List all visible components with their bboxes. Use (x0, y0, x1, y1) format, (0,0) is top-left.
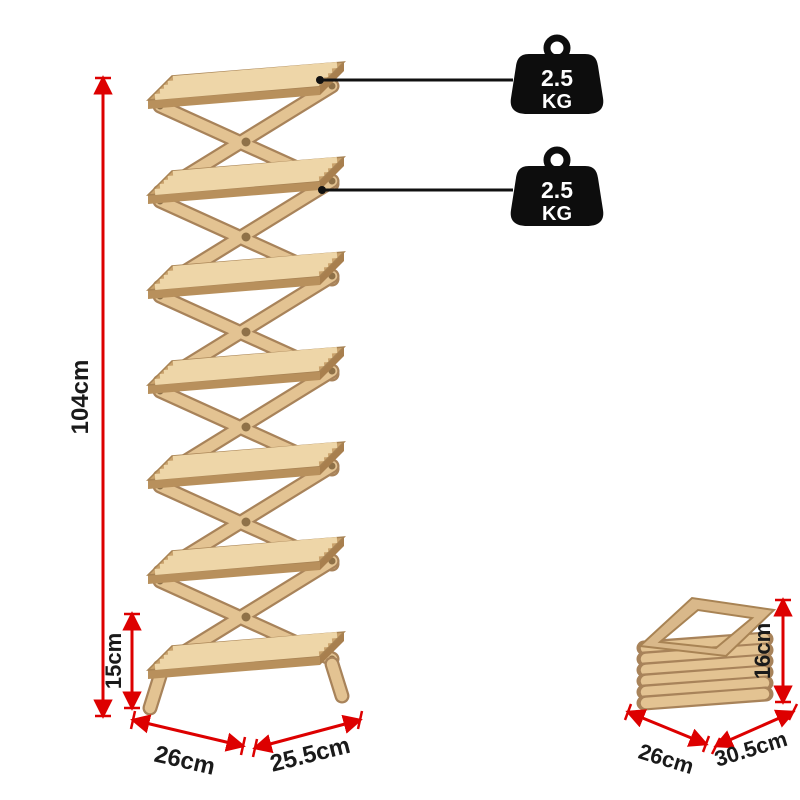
weight-body-icon (510, 54, 604, 114)
width-dimension-label: 25.5cm (267, 732, 353, 778)
weight-callout-1: 2.5 KG (316, 34, 604, 114)
folded-height-dimension: 16cm (750, 597, 793, 705)
height-dimension: 104cm (67, 75, 113, 719)
weight-value-label: 2.5 (541, 177, 573, 203)
weight-callout-2: 2.5 KG (318, 146, 604, 226)
bottom-tier-dimension: 15cm (101, 611, 142, 711)
height-dimension-label: 104cm (67, 360, 94, 435)
folded-height-dimension-label: 16cm (750, 623, 775, 679)
weight-icon: 2.5 KG (510, 34, 604, 114)
weight-unit-label: KG (542, 203, 572, 225)
weight-value-label: 2.5 (541, 65, 573, 91)
folded-width-dimension: 30.5cm (710, 703, 799, 772)
width-dimension: 25.5cm (251, 710, 364, 778)
foldable-rack-illustration (142, 62, 350, 716)
bottom-tier-dimension-label: 15cm (101, 633, 126, 689)
folded-rack-illustration (636, 596, 777, 711)
weight-icon: 2.5 KG (510, 146, 604, 226)
depth-dimension: 26cm (129, 710, 247, 781)
depth-dimension-label: 26cm (152, 741, 218, 781)
folded-width-dimension-label: 30.5cm (711, 726, 790, 772)
weight-unit-label: KG (542, 91, 572, 113)
folded-depth-dimension-label: 26cm (636, 739, 697, 779)
weight-body-icon (510, 166, 604, 226)
folded-depth-dimension: 26cm (623, 703, 711, 779)
